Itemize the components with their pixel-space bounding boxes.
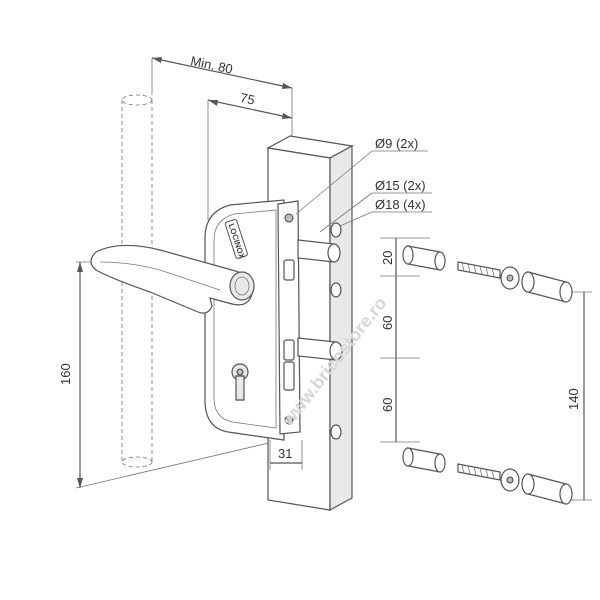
hole-callouts: Ø9 (2x) Ø15 (2x) Ø18 (4x) xyxy=(295,136,432,233)
dim-spacing: 20 60 60 xyxy=(380,237,430,443)
forend-plate xyxy=(277,200,301,435)
fixing-kit-upper xyxy=(402,245,573,303)
min-width-label: Min. 80 xyxy=(189,53,234,77)
spacing-upper-label: 20 xyxy=(380,251,395,265)
lock-bolts xyxy=(297,239,343,361)
spacing-lower-label: 60 xyxy=(380,398,395,412)
dim-width: 75 xyxy=(207,90,293,220)
lever-handle xyxy=(90,244,255,314)
dim-profile: 31 xyxy=(269,440,303,470)
hole-medium-label: Ø15 (2x) xyxy=(375,178,426,193)
cylinder-icon xyxy=(231,363,249,401)
hole-small-label: Ø9 (2x) xyxy=(375,136,418,151)
height-label: 160 xyxy=(58,363,73,385)
profile-label: 31 xyxy=(278,446,292,461)
dim-min-width: Min. 80 xyxy=(151,53,293,140)
spacing-middle-label: 60 xyxy=(380,316,395,330)
hole-large-label: Ø18 (4x) xyxy=(375,197,426,212)
gate-post xyxy=(121,94,153,468)
dim-total-spacing: 140 xyxy=(566,291,592,501)
fixing-kit-lower xyxy=(402,447,573,505)
lock-body: LOCINOX xyxy=(90,199,285,441)
width-label: 75 xyxy=(239,90,256,108)
total-spacing-label: 140 xyxy=(566,388,581,410)
